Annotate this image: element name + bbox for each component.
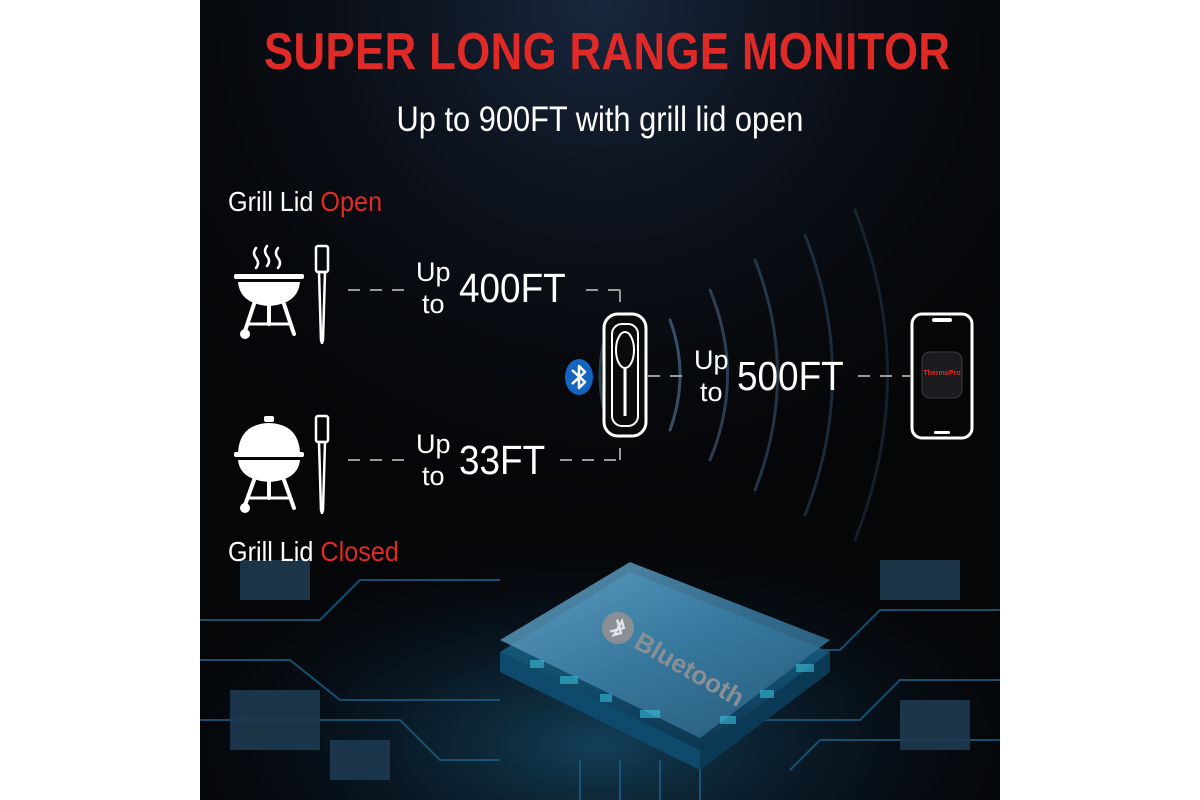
range-closed: Up to 33FT [416, 428, 554, 492]
lid-open-state: Open [320, 186, 383, 217]
poster: Bluetooth SUPER LONG RANGE MONITOR Up to… [200, 0, 1000, 800]
phone-icon [910, 312, 974, 440]
lid-closed-label: Grill Lid Closed [228, 536, 399, 568]
range-open-up: Up [416, 257, 451, 287]
lid-open-label: Grill Lid Open [228, 186, 382, 218]
range-closed-up: Up [416, 429, 451, 459]
range-open: Up to 400FT [416, 256, 577, 320]
app-logo: ThermoPro [923, 370, 961, 377]
range-phone-value: 500FT [736, 352, 844, 399]
range-phone-to: to [699, 377, 723, 407]
open-grill-icon [234, 244, 304, 339]
range-closed-to: to [421, 461, 445, 491]
background-art: Bluetooth [200, 0, 1000, 800]
lid-open-prefix: Grill Lid [228, 186, 314, 217]
repeater-device-icon [602, 312, 648, 438]
closed-grill-icon [234, 416, 304, 513]
range-open-value: 400FT [458, 264, 566, 311]
lid-closed-prefix: Grill Lid [228, 536, 314, 567]
page-subtitle: Up to 900FT with grill lid open [396, 100, 804, 139]
range-closed-value: 33FT [458, 436, 545, 483]
bluetooth-icon [565, 359, 593, 395]
lid-closed-state: Closed [320, 536, 399, 567]
probe-icon [314, 414, 330, 514]
range-open-to: to [421, 289, 445, 319]
range-phone-up: Up [694, 345, 729, 375]
range-phone: Up to 500FT [694, 344, 855, 408]
page-title: SUPER LONG RANGE MONITOR [264, 23, 951, 81]
probe-icon [314, 244, 330, 344]
